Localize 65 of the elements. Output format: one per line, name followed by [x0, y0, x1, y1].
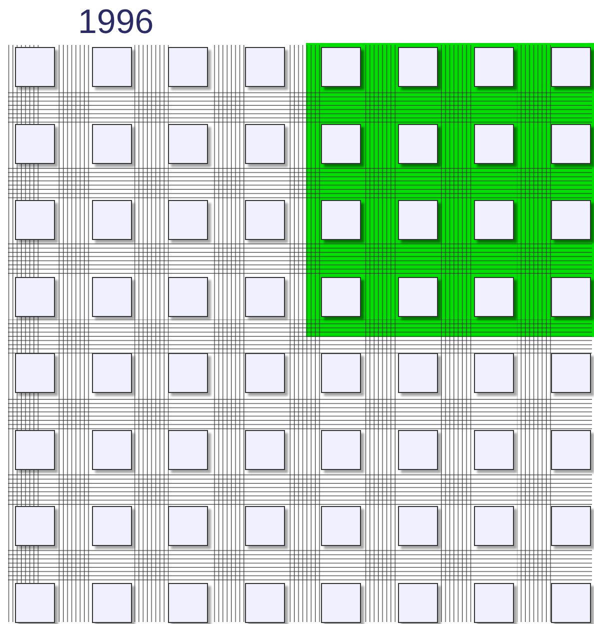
logic-block	[15, 277, 55, 317]
logic-block	[551, 200, 591, 240]
logic-block	[92, 583, 132, 623]
title-text: 1996	[78, 2, 154, 42]
logic-block	[398, 583, 438, 623]
logic-block	[168, 47, 208, 87]
logic-block	[168, 124, 208, 164]
logic-block	[15, 583, 55, 623]
logic-block	[398, 506, 438, 546]
logic-block	[398, 124, 438, 164]
logic-block	[168, 277, 208, 317]
logic-block	[398, 430, 438, 470]
logic-block	[168, 200, 208, 240]
logic-block	[398, 277, 438, 317]
logic-block	[92, 124, 132, 164]
logic-block	[92, 200, 132, 240]
logic-block	[474, 47, 514, 87]
logic-block	[92, 430, 132, 470]
logic-block	[321, 200, 361, 240]
logic-block	[15, 430, 55, 470]
logic-block	[245, 200, 285, 240]
logic-block	[551, 430, 591, 470]
logic-block	[321, 124, 361, 164]
logic-block	[245, 506, 285, 546]
logic-block	[245, 583, 285, 623]
logic-block	[398, 200, 438, 240]
logic-block	[551, 353, 591, 393]
logic-block	[551, 47, 591, 87]
logic-block	[474, 430, 514, 470]
logic-block	[474, 583, 514, 623]
logic-block	[168, 506, 208, 546]
logic-block	[92, 47, 132, 87]
logic-block	[321, 583, 361, 623]
logic-block	[92, 277, 132, 317]
logic-block	[92, 353, 132, 393]
logic-block	[551, 506, 591, 546]
logic-block	[551, 124, 591, 164]
logic-block	[15, 506, 55, 546]
logic-block	[474, 200, 514, 240]
logic-block	[92, 506, 132, 546]
logic-block	[398, 353, 438, 393]
logic-block	[245, 277, 285, 317]
logic-block	[245, 124, 285, 164]
logic-block	[15, 353, 55, 393]
logic-block	[321, 353, 361, 393]
logic-block	[321, 430, 361, 470]
logic-block	[168, 430, 208, 470]
logic-block	[474, 506, 514, 546]
logic-block	[474, 353, 514, 393]
logic-block	[321, 47, 361, 87]
logic-block	[398, 47, 438, 87]
logic-block	[245, 47, 285, 87]
logic-block	[474, 124, 514, 164]
logic-block	[321, 506, 361, 546]
logic-block	[474, 277, 514, 317]
logic-block	[15, 124, 55, 164]
logic-block	[15, 47, 55, 87]
logic-block	[168, 583, 208, 623]
logic-block	[551, 277, 591, 317]
logic-block	[321, 277, 361, 317]
logic-block	[168, 353, 208, 393]
logic-block	[245, 353, 285, 393]
logic-block	[245, 430, 285, 470]
logic-block	[551, 583, 591, 623]
logic-block	[15, 200, 55, 240]
